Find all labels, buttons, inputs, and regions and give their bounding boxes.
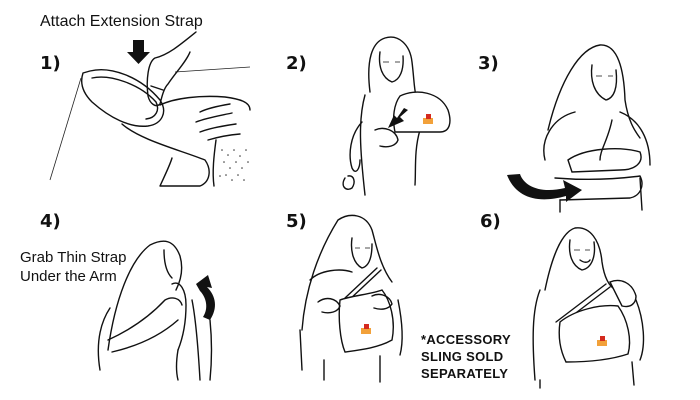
accessory-note-line3: SEPARATELY	[421, 366, 509, 381]
diagonal-arrow-icon	[388, 108, 408, 128]
down-arrow-icon	[127, 40, 150, 64]
accessory-note-line2: SLING SOLD	[421, 349, 504, 364]
accessory-note-line1: *ACCESSORY	[421, 332, 511, 347]
step-3-number: 3)	[478, 53, 499, 74]
step-4-caption: Grab Thin Strap Under the Arm	[20, 248, 126, 286]
brand-logo-icon	[597, 336, 607, 346]
step-1-illustration	[49, 31, 251, 187]
brand-logo-icon	[361, 324, 371, 334]
step-6-number: 6)	[480, 211, 501, 232]
step-4-number: 4)	[40, 211, 61, 232]
step-5-number: 5)	[286, 211, 307, 232]
step-4-caption-line1: Grab Thin Strap	[20, 249, 127, 266]
fabric-texture	[219, 149, 249, 181]
step-4-caption-line2: Under the Arm	[20, 268, 117, 285]
step-1-number: 1)	[40, 53, 61, 74]
step-2-number: 2)	[286, 53, 307, 74]
brand-logo-icon	[423, 114, 433, 124]
header-title: Attach Extension Strap	[40, 13, 203, 30]
accessory-note: *ACCESSORY SLING SOLD SEPARATELY	[421, 331, 511, 382]
curved-arrow-icon	[507, 174, 582, 202]
curved-up-arrow-icon	[196, 275, 216, 320]
